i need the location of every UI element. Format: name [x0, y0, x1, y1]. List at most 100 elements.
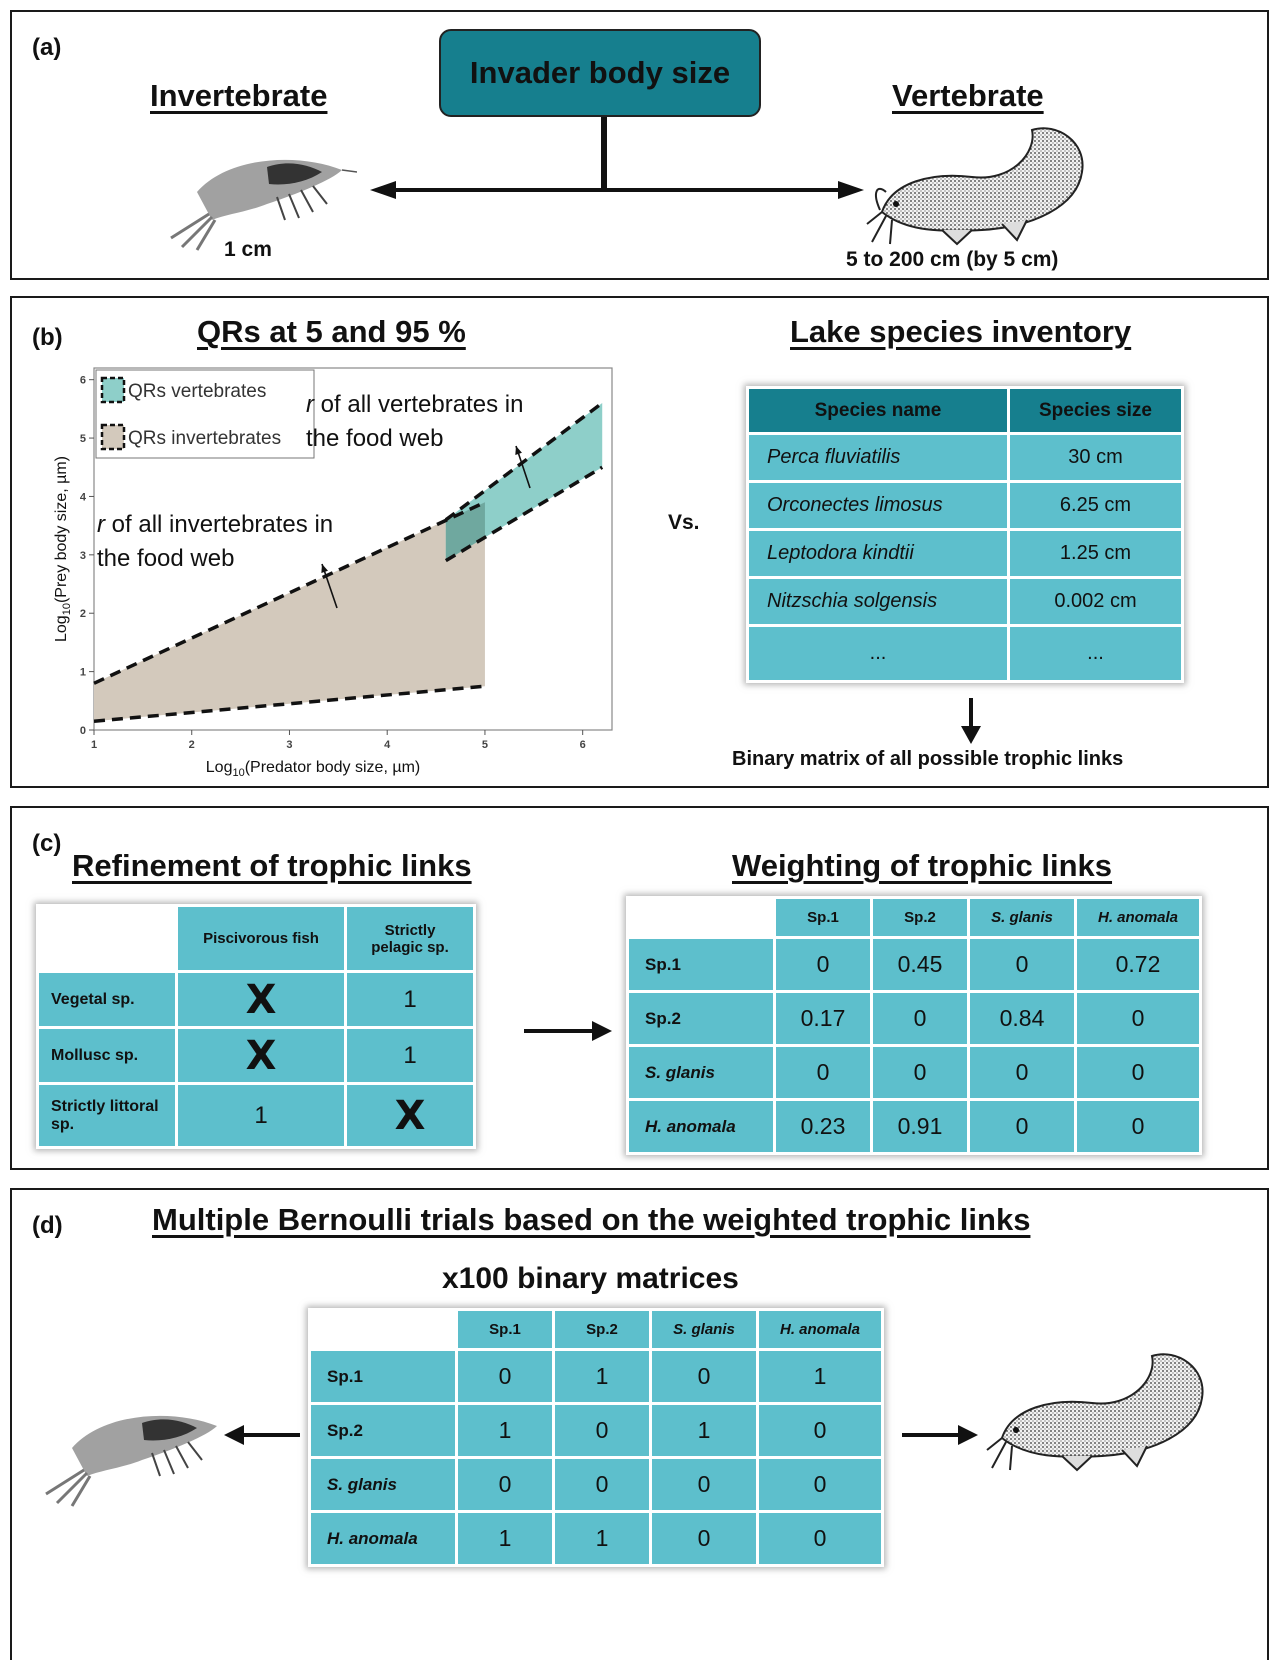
shrimp-icon	[170, 159, 357, 251]
shrimp-icon	[45, 1415, 217, 1507]
weighting-row-label: Sp.1	[626, 936, 776, 993]
weighting-cell: 0	[1074, 990, 1202, 1047]
bernoulli-table: Sp.1 Sp.2 S. glanis H. anomala Sp.1 0 1 …	[308, 1308, 884, 1567]
x-tick-label: 5	[482, 739, 488, 751]
weighting-cell: 0.45	[870, 936, 970, 993]
table-row: Sp.1 0 0.45 0 0.72	[626, 936, 1202, 993]
bernoulli-cell: 0	[756, 1402, 884, 1459]
bernoulli-header-cell: Sp.2	[552, 1308, 652, 1351]
qrs-heading: QRs at 5 and 95 %	[197, 314, 466, 349]
bernoulli-cell: 0	[756, 1456, 884, 1513]
bernoulli-row-label: H. anomala	[308, 1510, 458, 1567]
refinement-cell: X	[175, 970, 347, 1029]
bernoulli-header-cell: S. glanis	[649, 1308, 759, 1351]
invertebrate-lower-qr-line	[93, 684, 486, 723]
legend-box	[95, 369, 315, 459]
catfish-icon	[986, 1353, 1204, 1472]
weighting-cell: 0	[870, 990, 970, 1047]
weighting-cell: 0	[1074, 1098, 1202, 1155]
panel-a-label: (a)	[32, 34, 62, 61]
refinement-row-label: Strictly littoral sp.	[36, 1082, 178, 1149]
bernoulli-cell: 0	[552, 1456, 652, 1513]
invertebrate-title: Invertebrate	[150, 78, 328, 113]
bernoulli-row-label: Sp.2	[308, 1402, 458, 1459]
weighting-heading: Weighting of trophic links	[732, 848, 1113, 883]
panel-d: (d) Multiple Bernoulli trials based on t…	[10, 1188, 1269, 1660]
legend-swatch-invertebrates	[100, 423, 126, 451]
bernoulli-header-cell: H. anomala	[756, 1308, 884, 1351]
species-name-cell: Orconectes limosus	[746, 480, 1010, 531]
table-row: Orconectes limosus 6.25 cm	[746, 480, 1184, 531]
weighting-cell: 0.91	[870, 1098, 970, 1155]
vertebrate-annotation-arrow-head	[515, 446, 522, 455]
inventory-heading: Lake species inventory	[790, 314, 1132, 349]
binary-matrix-caption: Binary matrix of all possible trophic li…	[732, 748, 1124, 770]
right-arrow-icon	[524, 1021, 612, 1041]
weighting-cell: 0.84	[967, 990, 1077, 1047]
species-name-cell: Leptodora kindtii	[746, 528, 1010, 579]
table-row: Sp.2 0.17 0 0.84 0	[626, 990, 1202, 1047]
weighting-row-label: H. anomala	[626, 1098, 776, 1155]
weighting-corner	[626, 896, 776, 939]
weighting-cell: 0	[967, 1098, 1077, 1155]
refinement-header-cell: Strictly pelagic sp.	[344, 904, 476, 973]
bernoulli-cell: 1	[455, 1402, 555, 1459]
x-tick-label: 3	[286, 739, 292, 751]
bernoulli-row-label: S. glanis	[308, 1456, 458, 1513]
panel-a: (a) Invader body size Invertebrate Verte…	[10, 10, 1269, 280]
bernoulli-header-cell: Sp.1	[455, 1308, 555, 1351]
table-row: Perca fluviatilis 30 cm	[746, 432, 1184, 483]
refinement-cell: X	[175, 1026, 347, 1085]
y-tick-label: 3	[80, 550, 86, 562]
weighting-cell: 0	[870, 1044, 970, 1101]
bernoulli-cell: 0	[756, 1510, 884, 1567]
bernoulli-cell: 1	[455, 1510, 555, 1567]
inventory-header-size: Species size	[1007, 386, 1184, 435]
weighting-header-cell: Sp.1	[773, 896, 873, 939]
vs-label: Vs.	[668, 511, 700, 534]
bernoulli-cell: 0	[455, 1456, 555, 1513]
refinement-header-row: Piscivorous fish Strictly pelagic sp.	[36, 904, 476, 973]
inventory-header-name: Species name	[746, 386, 1010, 435]
x-tick-label: 1	[91, 739, 97, 751]
weighting-row-label: Sp.2	[626, 990, 776, 1047]
bernoulli-cell: 0	[649, 1348, 759, 1405]
weighting-cell: 0	[1074, 1044, 1202, 1101]
invader-body-size-label: Invader body size	[469, 55, 731, 90]
legend-label-invertebrates: QRs invertebrates	[128, 428, 281, 449]
vertebrate-size: 5 to 200 cm (by 5 cm)	[846, 248, 1059, 271]
y-tick-label: 5	[80, 433, 86, 445]
bernoulli-header-row: Sp.1 Sp.2 S. glanis H. anomala	[308, 1308, 884, 1351]
vertebrate-annotation-line2: the food web	[306, 425, 443, 452]
refinement-table: Piscivorous fish Strictly pelagic sp. Ve…	[36, 904, 476, 1149]
species-name-cell: Nitzschia solgensis	[746, 576, 1010, 627]
bernoulli-cell: 0	[552, 1402, 652, 1459]
weighting-cell: 0.17	[773, 990, 873, 1047]
weighting-cell: 0	[773, 1044, 873, 1101]
table-row: ... ...	[746, 624, 1184, 683]
inventory-header-row: Species name Species size	[746, 386, 1184, 435]
left-arrow-icon	[224, 1425, 300, 1445]
bernoulli-cell: 1	[756, 1348, 884, 1405]
table-row: S. glanis 0 0 0 0	[626, 1044, 1202, 1101]
bernoulli-corner	[308, 1308, 458, 1351]
bernoulli-cell: 0	[649, 1510, 759, 1567]
y-tick-label: 2	[80, 608, 86, 620]
weighting-cell: 0	[967, 1044, 1077, 1101]
refinement-corner	[36, 904, 178, 973]
bernoulli-cell: 1	[649, 1402, 759, 1459]
panel-d-label: (d)	[32, 1212, 63, 1239]
legend-swatch-vertebrates	[100, 376, 126, 404]
vertebrate-qr-area	[445, 403, 603, 561]
legend-label-vertebrates: QRs vertebrates	[128, 381, 266, 402]
species-size-cell: 6.25 cm	[1007, 480, 1184, 531]
weighting-header-cell: Sp.2	[870, 896, 970, 939]
invertebrate-annotation-arrow-head	[321, 564, 328, 573]
invertebrate-size: 1 cm	[224, 238, 272, 261]
down-arrow-icon	[961, 698, 981, 744]
catfish-icon	[866, 127, 1084, 246]
refinement-cell: 1	[344, 1026, 476, 1085]
x-tick-label: 6	[580, 739, 586, 751]
weighting-row-label: S. glanis	[626, 1044, 776, 1101]
